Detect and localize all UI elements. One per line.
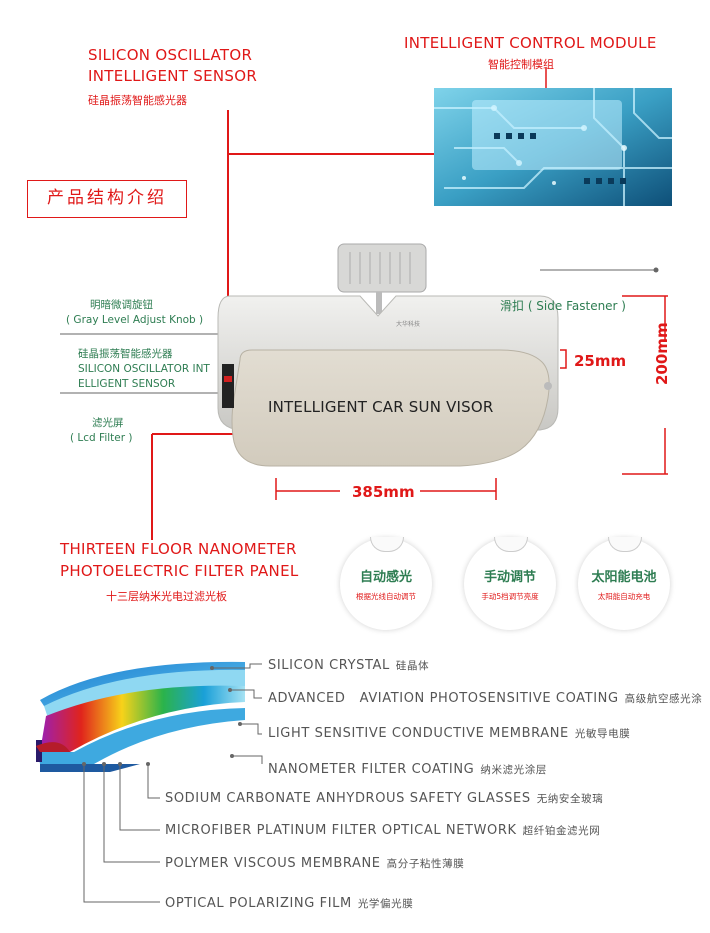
circle-notch	[370, 537, 404, 552]
layer-en: LIGHT SENSITIVE CONDUCTIVE MEMBRANE	[268, 726, 569, 741]
feature-subtitle: 太阳能自动充电	[597, 592, 651, 601]
sensor-label-en-1: SILICON OSCILLATOR	[88, 46, 253, 64]
feature-subtitle: 手动5档调节亮度	[481, 592, 539, 601]
layer-label: MICROFIBER PLATINUM FILTER OPTICAL NETWO…	[165, 823, 600, 838]
layer-en: OPTICAL POLARIZING FILM	[165, 896, 352, 911]
layer-en: MICROFIBER PLATINUM FILTER OPTICAL NETWO…	[165, 823, 517, 838]
layer-label: SODIUM CARBONATE ANHYDROUS SAFETY GLASSE…	[165, 791, 603, 806]
layer-stack-diagram	[36, 661, 263, 903]
dim-385mm: 385mm	[352, 483, 415, 501]
layer-en: SILICON CRYSTAL	[268, 658, 390, 673]
panel-label-en-2: PHOTOELECTRIC FILTER PANEL	[60, 562, 299, 580]
layer-label: SILICON CRYSTAL 硅晶体	[268, 658, 429, 673]
feature-solar-battery: 太阳能电池 太阳能自动充电	[578, 537, 670, 630]
sensor2-label-cn: 硅晶振荡智能感光器	[78, 348, 173, 360]
dim-25mm: 25mm	[574, 352, 627, 370]
layer-cn: 硅晶体	[395, 660, 430, 672]
layer-en: ADVANCED AVIATION PHOTOSENSITIVE COATING	[268, 691, 619, 706]
visor-title: INTELLIGENT CAR SUN VISOR	[268, 398, 494, 416]
brand-stamp: 大华科技	[396, 320, 420, 328]
sensor2-label-en-2: ELLIGENT SENSOR	[78, 378, 176, 390]
layer-label: NANOMETER FILTER COATING 纳米滤光涂层	[268, 762, 547, 777]
feature-subtitle: 根据光线自动调节	[356, 592, 416, 601]
feature-manual-adjust: 手动调节 手动5档调节亮度	[464, 537, 556, 630]
feature-title: 手动调节	[483, 570, 536, 585]
layer-cn: 纳米滤光涂层	[480, 764, 547, 776]
layer-label: OPTICAL POLARIZING FILM 光学偏光膜	[165, 896, 413, 911]
side-fastener-label: 滑扣 ( Side Fastener )	[500, 299, 626, 313]
circle-notch	[608, 537, 642, 552]
circle-notch	[494, 537, 528, 552]
knob-label-cn: 明暗微调旋钮	[90, 299, 153, 311]
layer-label: POLYMER VISCOUS MEMBRANE 高分子粘性薄膜	[165, 856, 464, 871]
panel-label-cn: 十三层纳米光电过滤光板	[106, 590, 227, 603]
filter-label-cn: 滤光屏	[92, 417, 124, 429]
section-title: 产品结构介绍	[47, 188, 167, 208]
feature-title: 太阳能电池	[591, 570, 657, 585]
layer-cn: 光敏导电膜	[574, 728, 631, 740]
filter-label-en: ( Lcd Filter )	[70, 432, 133, 444]
module-label-en: INTELLIGENT CONTROL MODULE	[404, 34, 657, 52]
layer-cn: 高级航空感光涂	[624, 693, 703, 705]
knob-label-en: ( Gray Level Adjust Knob )	[66, 314, 204, 326]
sensor-label-cn: 硅晶振荡智能感光器	[88, 94, 187, 107]
sensor-label-en-2: INTELLIGENT SENSOR	[88, 67, 258, 85]
layer-cn: 超纤铂金滤光网	[522, 825, 601, 837]
layer-cn: 高分子粘性薄膜	[386, 858, 465, 870]
layer-en: NANOMETER FILTER COATING	[268, 762, 475, 777]
section-title-box: 产品结构介绍	[27, 180, 187, 218]
sensor2-label-en-1: SILICON OSCILLATOR INT	[78, 363, 210, 375]
layer-label: LIGHT SENSITIVE CONDUCTIVE MEMBRANE 光敏导电膜	[268, 726, 630, 741]
layer-label: ADVANCED AVIATION PHOTOSENSITIVE COATING…	[268, 691, 702, 706]
layer-cn: 无纳安全玻璃	[536, 793, 604, 805]
layer-en: POLYMER VISCOUS MEMBRANE	[165, 856, 381, 871]
layer-cn: 光学偏光膜	[357, 898, 414, 910]
sun-visor-product: 大华科技	[217, 243, 559, 467]
module-label-cn: 智能控制模组	[488, 58, 554, 71]
feature-title: 自动感光	[359, 570, 412, 585]
dim-200mm: 200mm	[653, 322, 671, 385]
layer-en: SODIUM CARBONATE ANHYDROUS SAFETY GLASSE…	[165, 791, 531, 806]
circuit-board-image	[434, 88, 672, 206]
feature-auto-sense: 自动感光 根据光线自动调节	[340, 537, 432, 630]
panel-label-en-1: THIRTEEN FLOOR NANOMETER	[60, 540, 297, 558]
